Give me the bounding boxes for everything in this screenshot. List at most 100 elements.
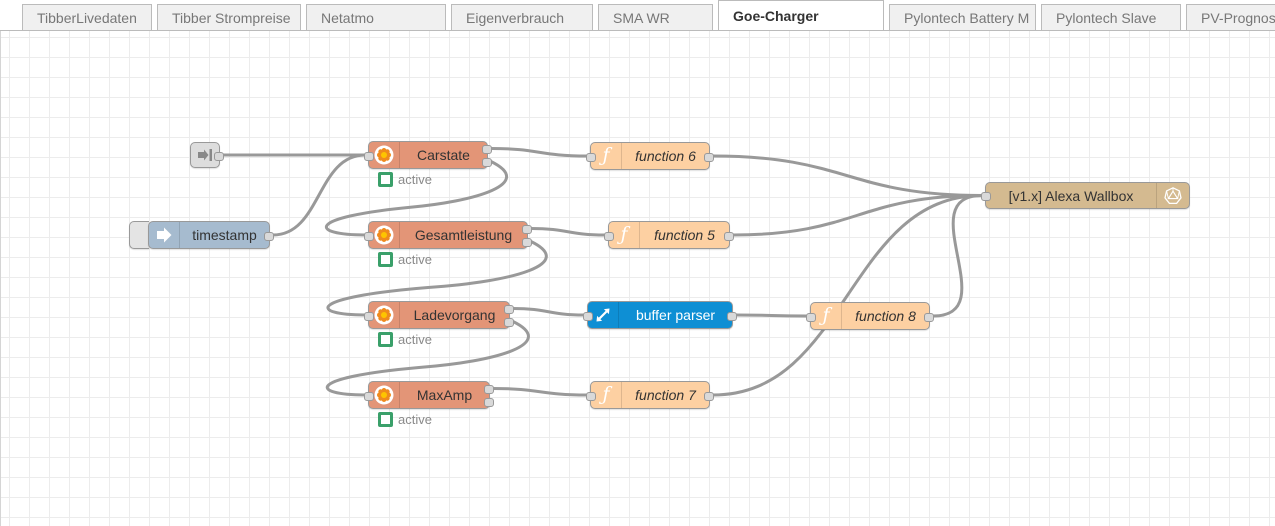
- tab-label: Pylontech Slave: [1056, 9, 1157, 26]
- tab-label: TibberLivedaten: [37, 9, 137, 26]
- output-port-0[interactable]: [504, 305, 514, 314]
- output-port-0[interactable]: [482, 145, 492, 154]
- wire-timestamp-to-carstate[interactable]: [271, 153, 367, 237]
- node-function6[interactable]: ƒ function 6: [586, 142, 714, 170]
- tab-goe-charger[interactable]: Goe-Charger: [718, 0, 884, 30]
- status-text: active: [398, 252, 432, 267]
- output-port-0[interactable]: [724, 231, 734, 241]
- wire-ladevorgang-to-bufferparser[interactable]: [511, 307, 586, 317]
- tab-pylontech-slave[interactable]: Pylontech Slave: [1041, 4, 1181, 30]
- input-port[interactable]: [604, 231, 614, 241]
- input-port[interactable]: [586, 152, 596, 162]
- node-function5[interactable]: ƒ function 5: [604, 221, 734, 249]
- wire-carstate-to-function6[interactable]: [489, 147, 589, 158]
- function-icon: ƒ: [591, 143, 622, 169]
- tab-label: Netatmo: [321, 9, 374, 26]
- tab-tibberlivedaten[interactable]: TibberLivedaten: [22, 4, 152, 30]
- link-in-icon: [191, 143, 219, 167]
- tab-label: Tibber Strompreise: [172, 9, 291, 26]
- tab-pv-prognose[interactable]: PV-Prognose: [1186, 4, 1275, 30]
- input-port[interactable]: [981, 192, 991, 201]
- tab-bar: TibberLivedaten Tibber Strompreise Netatmo…: [0, 0, 1275, 31]
- output-port-1[interactable]: [522, 238, 532, 247]
- node-status: active: [378, 252, 432, 267]
- node-function8[interactable]: ƒ function 8: [806, 302, 934, 330]
- status-text: active: [398, 332, 432, 347]
- node-label: function 8: [855, 308, 916, 324]
- wire-gesamtleistung-to-ladevorgang[interactable]: [326, 240, 548, 317]
- function-icon: ƒ: [609, 222, 640, 248]
- output-port-0[interactable]: [704, 391, 714, 401]
- node-status: active: [378, 172, 432, 187]
- wire-function7-to-alexa[interactable]: [711, 194, 984, 397]
- tab-label: PV-Prognose: [1201, 9, 1275, 26]
- input-port[interactable]: [364, 391, 374, 401]
- status-text: active: [398, 412, 432, 427]
- node-bufferparser[interactable]: buffer parser: [583, 301, 737, 329]
- output-port-0[interactable]: [727, 311, 737, 321]
- output-port-1[interactable]: [484, 398, 494, 407]
- output-port-0[interactable]: [924, 312, 934, 322]
- node-timestamp[interactable]: timestamp: [148, 221, 274, 249]
- node-status: active: [378, 412, 432, 427]
- tab-sma-wr[interactable]: SMA WR: [598, 4, 713, 30]
- wire-maxamp-to-function7[interactable]: [491, 387, 589, 397]
- flow-canvas[interactable]: [0, 31, 1275, 526]
- node-label: Gesamtleistung: [414, 227, 513, 243]
- output-port-0[interactable]: [704, 152, 714, 162]
- node-link-in[interactable]: [190, 142, 224, 168]
- input-port[interactable]: [586, 391, 596, 401]
- wire-ladevorgang-to-maxamp[interactable]: [325, 320, 530, 397]
- inject-arrow-icon: [149, 222, 180, 248]
- wire-function5-to-alexa[interactable]: [731, 194, 984, 237]
- tab-label: Pylontech Battery M: [904, 9, 1030, 26]
- node-maxamp[interactable]: MaxAmp: [364, 381, 494, 409]
- node-carstate[interactable]: Carstate: [364, 141, 492, 169]
- wire-function6-to-alexa[interactable]: [711, 154, 984, 197]
- status-square-icon: [378, 252, 393, 267]
- output-port-1[interactable]: [504, 318, 514, 327]
- input-port[interactable]: [364, 231, 374, 241]
- node-label: function 5: [654, 227, 715, 243]
- wire-function8-to-alexa[interactable]: [931, 194, 984, 318]
- tab-pylontech-battery-m[interactable]: Pylontech Battery M: [889, 4, 1036, 30]
- input-port[interactable]: [364, 151, 374, 161]
- function-icon: ƒ: [811, 303, 842, 329]
- goe-flower-icon: [369, 302, 400, 328]
- status-text: active: [398, 172, 432, 187]
- node-label: function 6: [635, 148, 696, 164]
- node-ladevorgang[interactable]: Ladevorgang: [364, 301, 514, 329]
- output-port-1[interactable]: [482, 158, 492, 167]
- tab-netatmo[interactable]: Netatmo: [306, 4, 446, 30]
- node-status: active: [378, 332, 432, 347]
- resize-arrows-icon: [588, 302, 619, 328]
- tab-tibber-strompreise[interactable]: Tibber Strompreise: [157, 4, 301, 30]
- wire-gesamtleistung-to-function5[interactable]: [529, 227, 607, 237]
- wire-bufferparser-to-function8[interactable]: [734, 313, 809, 318]
- input-port[interactable]: [583, 311, 593, 321]
- tab-label: Eigenverbrauch: [466, 9, 565, 26]
- goe-flower-icon: [369, 142, 400, 168]
- node-label: [v1.x] Alexa Wallbox: [1008, 187, 1134, 204]
- input-port[interactable]: [806, 312, 816, 322]
- status-square-icon: [378, 172, 393, 187]
- goe-flower-icon: [369, 222, 400, 248]
- node-label: buffer parser: [635, 307, 716, 323]
- node-alexa[interactable]: [v1.x] Alexa Wallbox: [981, 182, 1190, 209]
- tab-eigenverbrauch[interactable]: Eigenverbrauch: [451, 4, 593, 30]
- output-port-0[interactable]: [484, 385, 494, 394]
- tab-label: SMA WR: [613, 9, 670, 26]
- tab-label: Goe-Charger: [733, 8, 819, 24]
- status-square-icon: [378, 332, 393, 347]
- node-label: function 7: [635, 387, 696, 403]
- node-gesamtleistung[interactable]: Gesamtleistung: [364, 221, 532, 249]
- inject-button[interactable]: [129, 221, 149, 249]
- output-port-0[interactable]: [522, 225, 532, 234]
- node-label: timestamp: [192, 227, 257, 243]
- input-port[interactable]: [364, 311, 374, 321]
- wire-carstate-to-gesamtleistung[interactable]: [324, 160, 508, 237]
- output-port-0[interactable]: [214, 151, 224, 161]
- output-port-0[interactable]: [264, 231, 274, 241]
